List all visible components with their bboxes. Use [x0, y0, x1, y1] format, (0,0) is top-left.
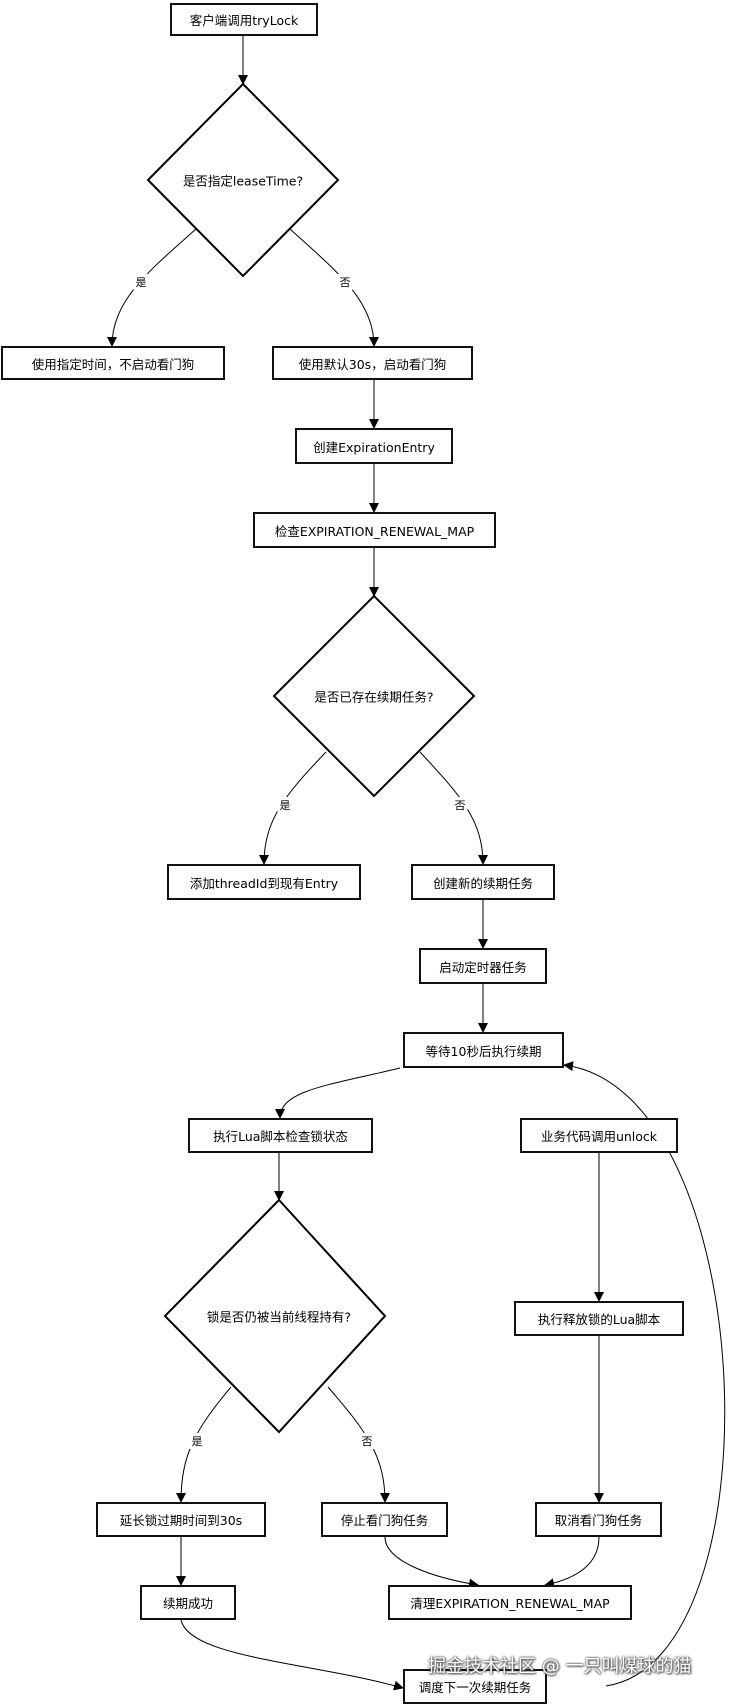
node-create-task: 创建新的续期任务 — [411, 864, 555, 900]
node-use-default: 使用默认30s，启动看门狗 — [272, 346, 473, 380]
node-exec-lua: 执行Lua脚本检查锁状态 — [188, 1118, 373, 1153]
edge-stop-to-clean — [384, 1536, 479, 1589]
edge-label-held-no: 否 — [359, 1433, 375, 1449]
node-use-specified: 使用指定时间，不启动看门狗 — [1, 346, 225, 380]
node-add-thread: 添加threadId到现有Entry — [167, 864, 361, 900]
edge-ok-to-schedule — [180, 1619, 404, 1691]
node-clean-map: 清理EXPIRATION_RENEWAL_MAP — [388, 1585, 632, 1620]
decision-exists-diamond — [272, 594, 476, 798]
node-schedule-next: 调度下一次续期任务 — [403, 1669, 547, 1704]
node-stop-dog: 停止看门狗任务 — [321, 1502, 448, 1537]
edge-held-no — [327, 1386, 390, 1503]
edge-label-lease-no: 否 — [337, 274, 353, 290]
watermark: 掘金技术社区 @ 一只叫煤球的猫 — [428, 1656, 692, 1677]
node-start: 客户端调用tryLock — [170, 3, 318, 36]
edge-lease-yes — [107, 228, 197, 347]
edge-held-yes — [176, 1386, 232, 1503]
node-renew-ok: 续期成功 — [140, 1585, 236, 1620]
edge-label-exists-yes: 是 — [277, 797, 293, 813]
edge-label-lease-yes: 是 — [133, 274, 149, 290]
node-biz-unlock: 业务代码调用unlock — [520, 1118, 678, 1153]
node-wait10: 等待10秒后执行续期 — [403, 1032, 564, 1068]
decision-held-diamond — [163, 1198, 387, 1434]
edge-schedule-to-wait — [563, 1061, 726, 1687]
edge-label-exists-no: 否 — [452, 797, 468, 813]
edge-wait-to-lua — [275, 1067, 401, 1119]
node-check-map: 检查EXPIRATION_RENEWAL_MAP — [253, 512, 496, 548]
node-cancel-dog: 取消看门狗任务 — [535, 1502, 662, 1537]
decision-lease-diamond — [146, 82, 340, 278]
decision-exists-label: 是否已存在续期任务? — [314, 689, 434, 705]
node-exec-release: 执行释放锁的Lua脚本 — [514, 1301, 684, 1336]
decision-held-label: 锁是否仍被当前线程持有? — [206, 1309, 352, 1325]
decision-lease-label: 是否指定leaseTime? — [182, 173, 304, 189]
edge-lease-no — [289, 228, 379, 347]
node-start-timer: 启动定时器任务 — [419, 948, 547, 984]
edge-cancel-to-clean — [544, 1536, 600, 1589]
edge-exists-yes — [259, 751, 327, 865]
node-create-entry: 创建ExpirationEntry — [295, 428, 453, 464]
edge-exists-no — [419, 751, 488, 865]
node-extend: 延长锁过期时间到30s — [96, 1502, 266, 1537]
edge-label-held-yes: 是 — [189, 1433, 205, 1449]
